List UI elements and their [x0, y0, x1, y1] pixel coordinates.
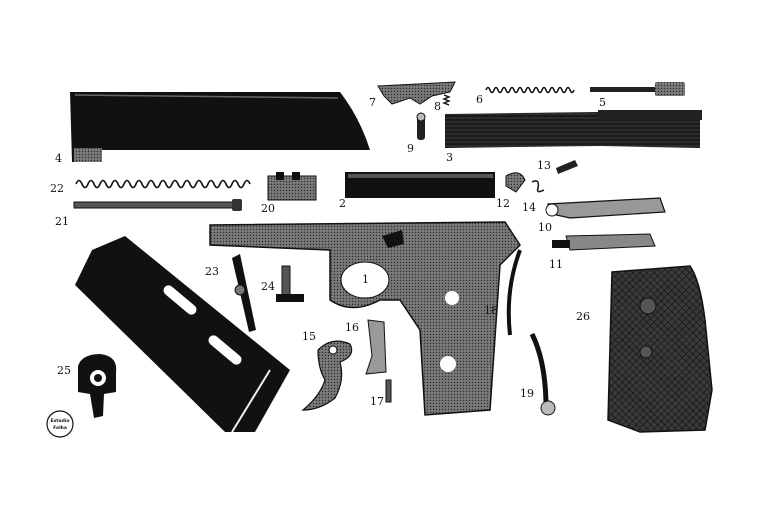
- part-recoil-spring: [75, 179, 251, 189]
- part-block: [267, 172, 317, 201]
- part-disconnector: [365, 319, 387, 375]
- part-catch: [505, 172, 526, 193]
- part-mag-catch: [552, 233, 656, 251]
- part-extractor: [232, 254, 256, 332]
- part-rail: [345, 172, 495, 198]
- part-sear: [377, 81, 456, 105]
- part-pin-17: [385, 379, 392, 403]
- label-24: 24: [261, 280, 275, 293]
- label-10: 10: [538, 221, 552, 234]
- label-3: 3: [446, 151, 453, 164]
- part-labels: 1 2 3 4 5 6 7 8 9 10 11 12 13 14 15 16 1…: [50, 93, 606, 408]
- label-2: 2: [339, 197, 346, 210]
- label-20: 20: [261, 202, 275, 215]
- part-grip: [607, 265, 713, 433]
- label-26: 26: [576, 310, 590, 323]
- part-slide: [70, 92, 370, 162]
- part-magazine: [75, 236, 290, 433]
- label-25: 25: [57, 364, 71, 377]
- label-8: 8: [434, 100, 441, 113]
- label-18: 18: [484, 304, 498, 317]
- svg-text:Folha: Folha: [53, 425, 67, 431]
- estudio-folha-logo: Estúdio Folha: [46, 410, 74, 438]
- label-14: 14: [522, 201, 536, 214]
- label-16: 16: [345, 321, 359, 334]
- part-pin: [590, 82, 685, 96]
- part-trigger: [301, 340, 353, 411]
- part-spring-small: [485, 86, 575, 94]
- svg-text:Estúdio: Estúdio: [51, 417, 70, 424]
- part-small-pin: [416, 112, 426, 140]
- label-17: 17: [370, 395, 384, 408]
- part-hammer-spring: [529, 332, 556, 416]
- label-6: 6: [476, 93, 483, 106]
- label-4: 4: [55, 152, 62, 165]
- part-frame: [209, 221, 521, 416]
- part-guide-rod: [73, 199, 242, 211]
- label-21: 21: [55, 215, 69, 228]
- label-11: 11: [549, 258, 563, 271]
- label-19: 19: [520, 387, 534, 400]
- part-plunger: [276, 265, 304, 302]
- label-1: 1: [362, 273, 369, 286]
- label-7: 7: [369, 96, 376, 109]
- label-5: 5: [599, 96, 606, 109]
- part-curved-spring: [506, 249, 522, 336]
- label-23: 23: [205, 265, 219, 278]
- part-barrel: [445, 110, 702, 148]
- part-lever: [545, 197, 666, 219]
- part-tiny-spring: [442, 94, 451, 106]
- label-12: 12: [496, 197, 510, 210]
- part-spring-clip: [531, 160, 578, 193]
- label-15: 15: [302, 330, 316, 343]
- label-9: 9: [407, 142, 414, 155]
- part-bushing: [78, 354, 117, 418]
- label-13: 13: [537, 159, 551, 172]
- label-22: 22: [50, 182, 64, 195]
